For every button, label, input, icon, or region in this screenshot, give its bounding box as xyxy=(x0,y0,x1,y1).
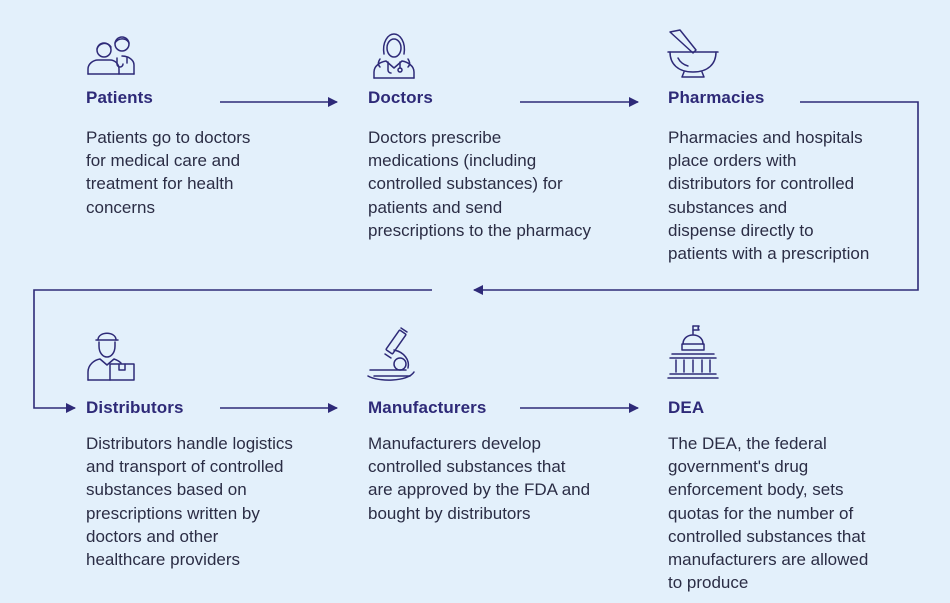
step-title-patients: Patients xyxy=(86,88,153,107)
delivery-person-icon xyxy=(84,326,140,382)
step-description-dea: The DEA, the federal government's drug e… xyxy=(668,434,869,593)
mortar-pestle-icon xyxy=(666,26,722,82)
patients-icon xyxy=(84,28,140,84)
step-title-dea: DEA xyxy=(668,398,705,417)
step-description-doctors: Doctors prescribe medications (including… xyxy=(368,128,591,240)
step-description-manufacturers: Manufacturers develop controlled substan… xyxy=(368,434,591,523)
step-description-distributors: Distributors handle logistics and transp… xyxy=(86,434,293,570)
step-title-doctors: Doctors xyxy=(368,88,433,107)
step-title-pharmacies: Pharmacies xyxy=(668,88,765,107)
microscope-icon xyxy=(366,326,422,382)
government-building-icon xyxy=(666,324,722,380)
arrow-return-to-distributors xyxy=(33,289,432,413)
step-description-pharmacies: Pharmacies and hospitals place orders wi… xyxy=(668,128,870,264)
step-title-manufacturers: Manufacturers xyxy=(368,398,487,417)
step-title-distributors: Distributors xyxy=(86,398,184,417)
doctor-icon xyxy=(366,28,422,84)
step-description-patients: Patients go to doctors for medical care … xyxy=(86,128,251,217)
arrow-pharmacies-to-return xyxy=(473,101,919,295)
